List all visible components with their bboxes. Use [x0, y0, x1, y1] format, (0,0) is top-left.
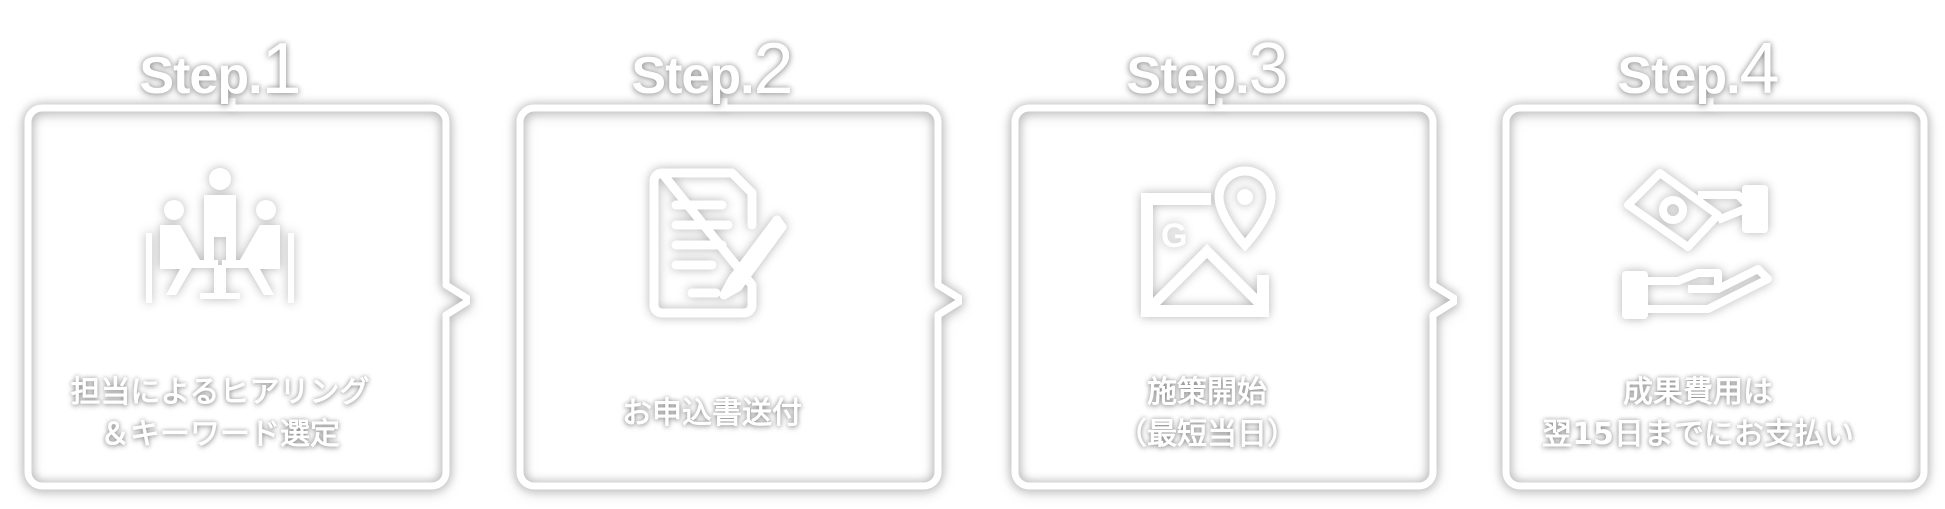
step-frame: [24, 98, 470, 490]
meeting-icon: [146, 168, 294, 303]
money-hand-icon: [1622, 169, 1772, 319]
step-caption-line: お申込書送付: [622, 396, 802, 431]
step-caption-line: 成果費用は: [1623, 375, 1773, 410]
step-label: Step.2: [631, 29, 793, 109]
step-2: Step.2 お申込書送付: [492, 0, 962, 509]
svg-text:G: G: [1161, 217, 1187, 255]
step-caption-line: ＆キーワード選定: [100, 417, 340, 452]
step-frame: [516, 98, 962, 490]
step-4: Step.4 成果費用は 翌15日までにお支払い: [1478, 0, 1945, 509]
google-map-pin-icon: G: [1141, 166, 1276, 317]
step-caption-line: 翌15日までにお支払い: [1542, 417, 1854, 452]
step-1: Step.1 担当によるヒアリング ＆キーワード選定: [0, 0, 470, 509]
step-label: Step.1: [139, 29, 301, 109]
step-caption-line: 施策開始: [1147, 375, 1267, 410]
step-label: Step.3: [1126, 29, 1288, 109]
step-3: Step.3 G 施策開始 （最短当日）: [987, 0, 1457, 509]
step-caption-line: 担当によるヒアリング: [70, 375, 370, 410]
step-label: Step.4: [1617, 29, 1779, 109]
step-caption-line: （最短当日）: [1117, 417, 1297, 452]
step-frame: [1502, 98, 1928, 490]
document-pen-icon: [649, 168, 787, 318]
step-frame: [1011, 98, 1457, 490]
